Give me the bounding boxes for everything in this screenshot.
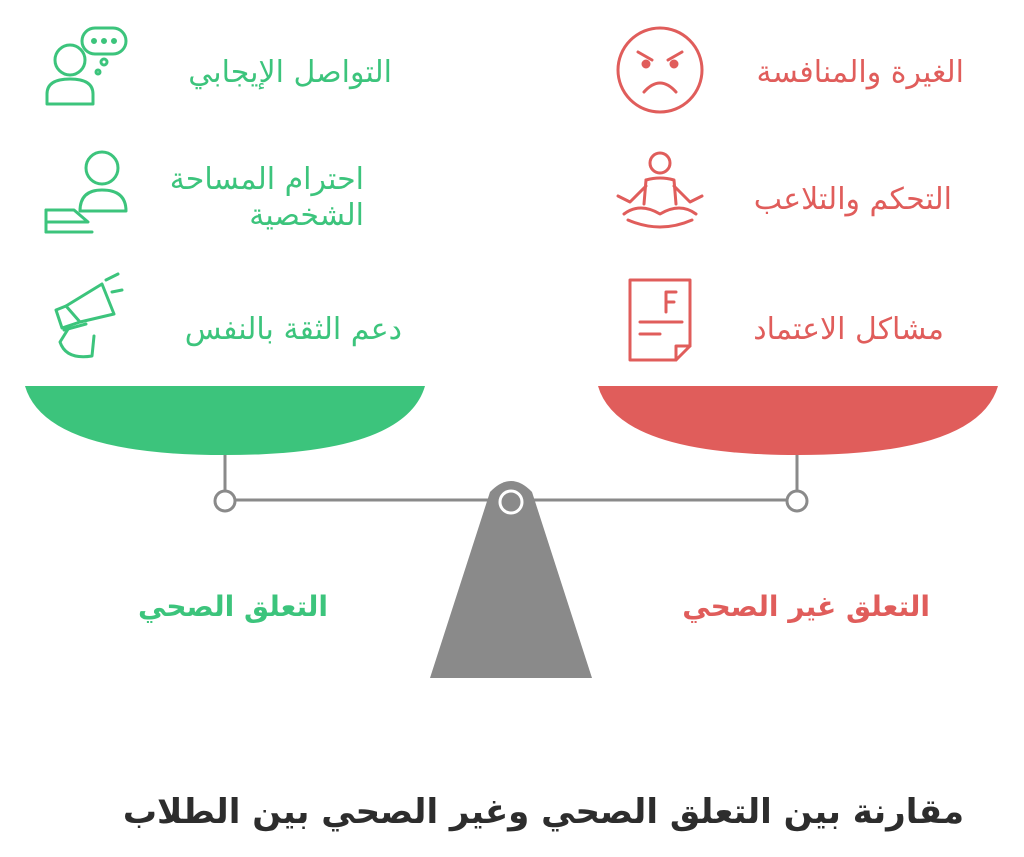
- unhealthy-side-label: التعلق غير الصحي: [682, 590, 930, 623]
- unhealthy-item-jealousy: الغيرة والمنافسة: [756, 55, 965, 90]
- healthy-side-label: التعلق الصحي: [138, 590, 328, 623]
- unhealthy-item-dependency: مشاكل الاعتماد: [753, 312, 944, 347]
- meditating-person-icon: [616, 151, 704, 229]
- healthy-item-communication: التواصل الإيجابي: [188, 55, 392, 90]
- angry-face-icon: [616, 26, 704, 114]
- people-chat-icon: [45, 26, 128, 106]
- megaphone-icon: [54, 272, 124, 359]
- healthy-item-personal-space: احترام المساحة الشخصية: [169, 162, 364, 233]
- unhealthy-item-control: التحكم والتلاعب: [753, 182, 952, 217]
- scale-stand: [430, 481, 592, 678]
- healthy-pan: [25, 386, 425, 455]
- unhealthy-pan: [598, 386, 998, 455]
- failed-document-icon: [628, 278, 692, 362]
- person-space-icon: [44, 150, 128, 234]
- healthy-item-confidence: دعم الثقة بالنفس: [184, 312, 402, 347]
- diagram-title: مقارنة بين التعلق الصحي وغير الصحي بين ا…: [122, 792, 964, 832]
